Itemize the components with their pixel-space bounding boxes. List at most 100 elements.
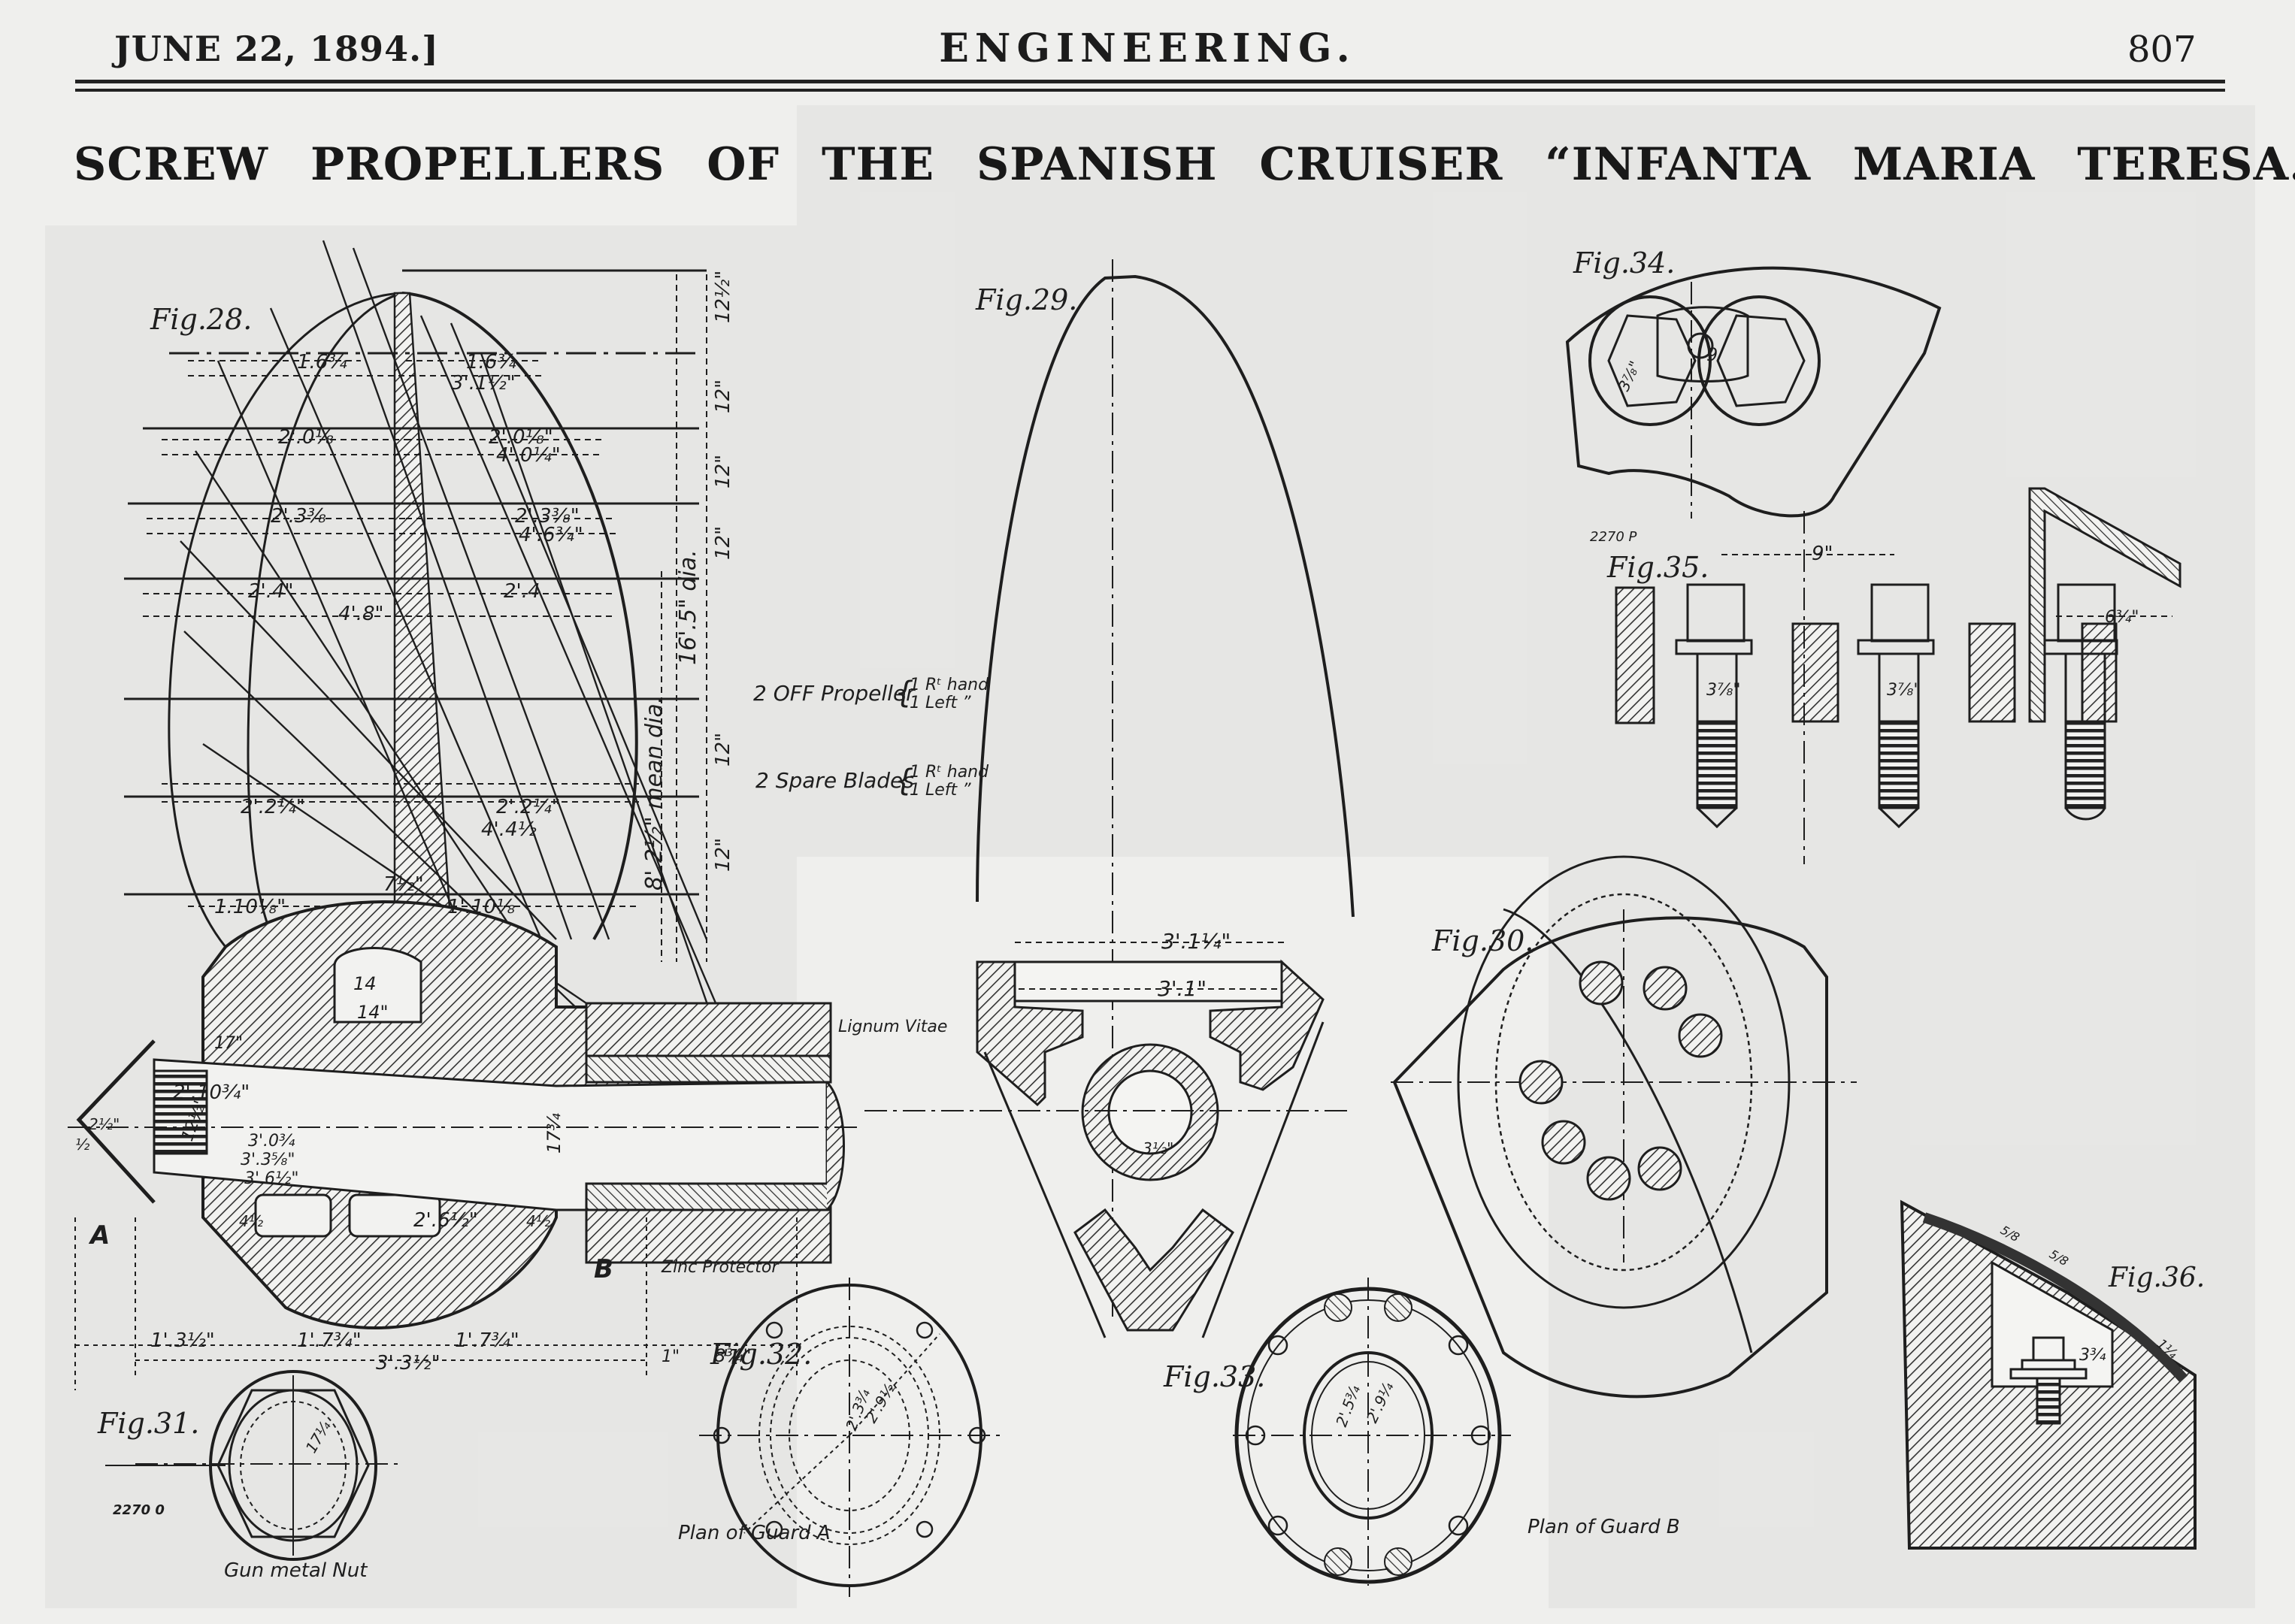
fig31-label: Fig.31. [97,1407,199,1440]
dim-label: 1'.10⅛ [447,896,515,918]
fig34-outline [1565,266,1942,518]
plate-ref: 2270 0 [113,1502,165,1518]
fig29-lower-tooth [1073,1208,1234,1332]
figure-29 [864,259,1355,1338]
figure-29-labels: Fig.29. 3'.1¼" 3'.1" 3½" [975,283,1231,1157]
fig32-lugs [713,1321,986,1538]
fig35-hub-right [1968,622,2016,723]
fig28-section-lines [124,269,707,896]
bolt [1267,1335,1288,1356]
fig28-stern-tube-top [585,1002,832,1057]
figure-32-labels: Fig.32. 2'.3¾ 2'.9½ Plan of Guard A [678,1338,899,1544]
dim-label: 1.10⅛" [214,896,286,918]
fig34-lock-plate [1656,306,1749,383]
fig35-thread-1 [1696,720,1738,809]
fig29-blade-outline [976,274,1355,918]
dim-label: 9" [1812,543,1833,565]
fig35-thread-2 [1878,720,1920,809]
fig35-nut-1 [1686,583,1745,643]
dim-label: 3'.1" [1158,976,1207,1001]
bolt [1541,1120,1586,1165]
article-title: SCREW PROPELLERS OF THE SPANISH CRUISER … [74,138,2295,191]
fig35-label: Fig.35. [1606,551,1709,584]
dim-label: 2'.2¼" [241,796,305,818]
header-rule-top [75,80,2225,83]
figure-30 [1391,855,1857,1399]
dim-label: 2'.0⅛ [278,426,334,449]
dim-label: 3'.3⅝" [241,1151,295,1169]
figure-33 [1233,1278,1511,1586]
fig29-root-hatch-right [1209,959,1325,1091]
fig34-left-pocket [1588,295,1712,426]
figure-28-labels: Fig.28. 1.6¾ 1.6¾ 3'.1½" 2'.0⅛ 2'.0⅛" 4'… [75,271,989,1375]
fig33-bolts [1245,1335,1491,1536]
dim-label: 4½ [239,1212,264,1230]
bolt [1637,1146,1682,1191]
zinc-plate [1384,1547,1412,1576]
spare-right-hand: 1 Rᵗ hand [910,763,989,782]
fig32-label: Fig.32. [710,1338,812,1371]
plate-ref: 2270 P [1590,529,1637,545]
dim-label: 4'.6¾" [519,524,583,546]
bolt [1245,1425,1266,1446]
dim-label: 17" [214,1034,243,1053]
bolt [1448,1515,1469,1536]
bolt [1267,1515,1288,1536]
figure-30-labels: Fig.30. [1431,924,1534,957]
dim-label: 3⅞" [1706,681,1740,700]
fig28-blade-inner [247,292,403,948]
fig33-label: Fig.33. [1163,1360,1265,1393]
brace: { [895,676,913,710]
fig35-hub-far [2081,622,2118,723]
fig28-shaft-end [825,1081,845,1211]
fig29-label: Fig.29. [975,283,1077,316]
fig34-label: Fig.34. [1573,246,1675,280]
dim-label: 12" [712,733,734,767]
dim-label: 1" [662,1347,680,1366]
dim-label: 1'.7¾" [455,1329,519,1352]
zinc-plate [1384,1293,1412,1322]
page-number: 807 [2127,29,2197,71]
dim-label: 2'.0⅛" [489,426,553,449]
dim-label: 5/8 [1998,1223,2022,1244]
dim-label: 3⅞" [1615,358,1644,395]
dim-label: 3'.1¼" [1161,929,1231,954]
dim-label: 12" [712,455,734,488]
dim-label: 17¾ [543,1113,565,1154]
figure-34-labels: Fig.34. 3⅞" 9 2270 P [1573,246,1718,545]
fig36-label: Fig.36. [2108,1263,2205,1293]
fig28-lignum-top [585,1054,832,1084]
fig28-boss-cavity-bottom-left [254,1193,332,1238]
propeller-right-hand: 1 Rᵗ hand [910,676,989,694]
dim-label: 4'.4½ [481,818,537,841]
dim-label: 1'.7¾" [297,1329,362,1352]
fig36-stud-thread [2036,1377,2061,1425]
lignum-vitae-label: Lignum Vitae [838,1018,947,1036]
header-rule-bottom [75,89,2225,92]
fig29-flange [1013,960,1283,1003]
dim-label: 2'.3⅜" [515,505,580,528]
dim-label: 7½" [383,873,424,896]
fig28-helix-lines [180,240,738,1090]
fig30-label: Fig.30. [1431,924,1534,957]
fig28-blade-root-section [393,292,453,933]
spare-left-hand: 1 Left ” [910,781,971,800]
fig31-caption: Gun metal Nut [224,1559,368,1582]
point-b-label: B [594,1254,613,1284]
fig28-boss-cavity-top [333,947,422,1024]
dim-label: 4'.8" [338,603,383,625]
fig36-guard-plate [1922,1212,2188,1383]
fig32-caption: Plan of Guard A [678,1522,831,1544]
dim-label: 3'.0¾ [248,1132,295,1151]
dim-label: 2'.4 [504,580,540,603]
bolt [1518,1060,1564,1105]
dim-label: 12" [712,526,734,560]
dim-label: 3'.1½" [451,372,516,395]
dim-label: 12½" [712,271,734,323]
dim-label: 6¾" [2105,608,2139,627]
fig30-outline [1392,916,1828,1399]
fig33-caption: Plan of Guard B [1527,1516,1680,1538]
bolt [1643,966,1688,1011]
zinc-plate [1324,1293,1352,1322]
bolt [1579,960,1624,1006]
